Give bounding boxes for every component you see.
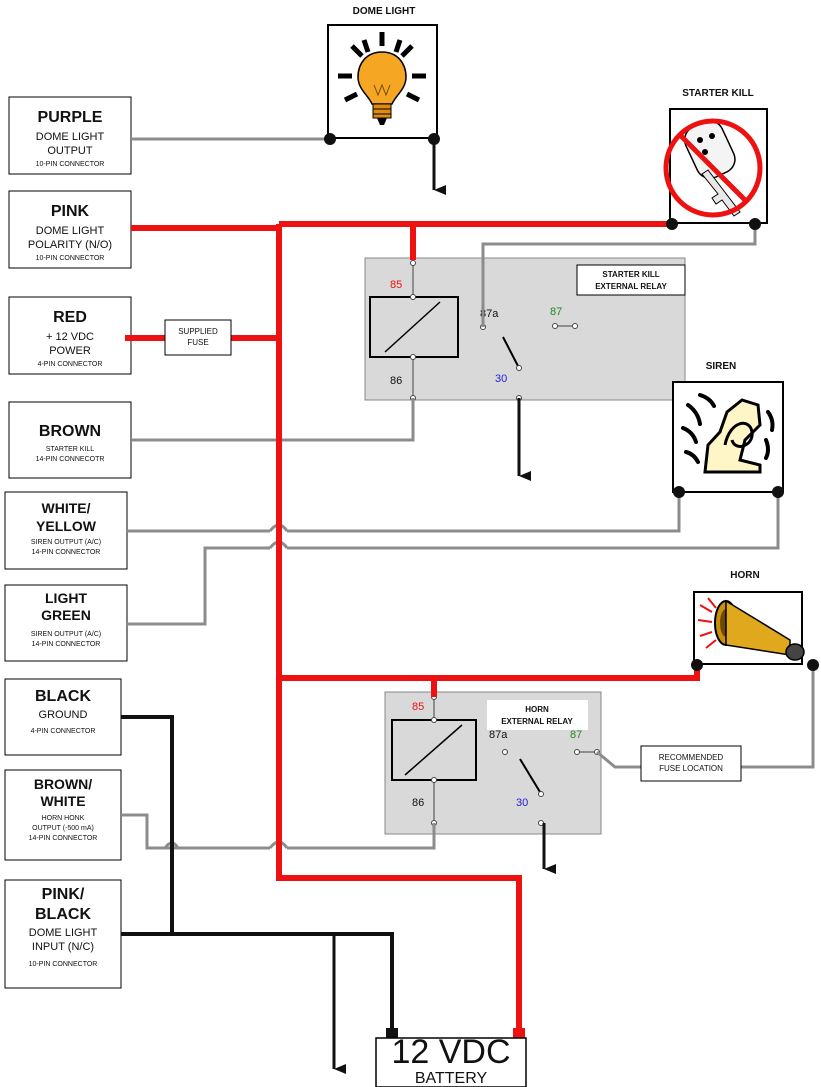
connector-name: PINK bbox=[51, 203, 90, 220]
battery: 12 VDC BATTERY bbox=[375, 1028, 527, 1087]
battery-label: BATTERY bbox=[415, 1070, 488, 1087]
supplied-fuse: SUPPLIED FUSE bbox=[164, 319, 232, 356]
connector-desc: POWER bbox=[49, 345, 91, 357]
connector-desc: OUTPUT bbox=[47, 145, 93, 157]
connector-name: WHITE/ bbox=[42, 500, 91, 516]
connector-black: BLACK GROUND 4-PIN CONNECTOR bbox=[4, 678, 122, 756]
connector-name: WHITE bbox=[40, 793, 85, 809]
connector-name: BLACK bbox=[35, 906, 91, 923]
pin-85-label: 85 bbox=[390, 279, 402, 291]
connector-desc: SIREN OUTPUT (A/C) bbox=[31, 631, 101, 638]
connector-type: 10-PIN CONNECTOR bbox=[29, 961, 98, 968]
pin-86-label: 86 bbox=[390, 375, 402, 387]
relay-title: EXTERNAL RELAY bbox=[595, 282, 667, 291]
connector-name: BROWN bbox=[39, 423, 101, 440]
device-label: SIREN bbox=[706, 361, 737, 372]
fuse-label: FUSE bbox=[187, 338, 208, 347]
connector-pink-black: PINK/ BLACK DOME LIGHT INPUT (N/C) 10-PI… bbox=[4, 879, 122, 989]
connector-desc: STARTER KILL bbox=[46, 446, 94, 453]
device-label: STARTER KILL bbox=[682, 88, 753, 99]
battery-voltage: 12 VDC bbox=[391, 1033, 510, 1071]
negative-terminal bbox=[386, 1028, 398, 1038]
connector-red: RED + 12 VDC POWER 4-PIN CONNECTOR bbox=[8, 296, 132, 375]
pin-87-label: 87 bbox=[550, 306, 562, 318]
pin-30-label: 30 bbox=[495, 373, 507, 385]
siren-icon bbox=[681, 393, 775, 474]
connector-name: YELLOW bbox=[36, 518, 97, 534]
relay-title: HORN bbox=[525, 705, 549, 714]
connector-desc: DOME LIGHT bbox=[36, 225, 105, 237]
connector-desc: DOME LIGHT bbox=[36, 131, 105, 143]
terminals bbox=[324, 133, 819, 671]
connector-type: 14-PIN CONNECTOR bbox=[32, 549, 101, 556]
horn: HORN bbox=[693, 570, 805, 665]
connector-name: PURPLE bbox=[38, 109, 103, 126]
connector-type: 4-PIN CONNECTOR bbox=[31, 728, 96, 735]
pin-86-label: 86 bbox=[412, 797, 424, 809]
connector-desc: POLARITY (N/O) bbox=[28, 239, 112, 251]
connector-white-yellow: WHITE/ YELLOW SIREN OUTPUT (A/C) 14-PIN … bbox=[4, 491, 128, 570]
connector-type: 14-PIN CONNECOTR bbox=[36, 456, 105, 463]
connector-type: 14-PIN CONNECTOR bbox=[32, 641, 101, 648]
connector-desc: SIREN OUTPUT (A/C) bbox=[31, 539, 101, 546]
connector-name: BLACK bbox=[35, 688, 91, 705]
connector-desc: GROUND bbox=[39, 709, 88, 721]
device-label: DOME LIGHT bbox=[353, 6, 416, 17]
siren: SIREN bbox=[672, 361, 784, 493]
connector-name: RED bbox=[53, 309, 87, 326]
black-wires bbox=[121, 715, 394, 1028]
connector-brown-white: BROWN/ WHITE HORN HONK OUTPUT (-500 mA) … bbox=[4, 769, 122, 861]
fuse-label: RECOMMENDED bbox=[659, 753, 724, 762]
connector-light-green: LIGHT GREEN SIREN OUTPUT (A/C) 14-PIN CO… bbox=[4, 584, 128, 662]
pin-87-label: 87 bbox=[570, 729, 582, 741]
light-bulb-icon bbox=[338, 32, 426, 125]
connector-purple: PURPLE DOME LIGHT OUTPUT 10-PIN CONNECTO… bbox=[8, 96, 132, 175]
connector-desc: HORN HONK bbox=[42, 815, 85, 822]
prohibited-icon bbox=[663, 118, 763, 218]
fuse-label: FUSE LOCATION bbox=[659, 764, 723, 773]
relay-title: EXTERNAL RELAY bbox=[501, 717, 573, 726]
connector-desc: OUTPUT (-500 mA) bbox=[32, 825, 94, 832]
connector-desc: INPUT (N/C) bbox=[32, 941, 94, 953]
relay-switch bbox=[519, 758, 541, 793]
connector-name: PINK/ bbox=[42, 886, 85, 903]
connector-brown: BROWN STARTER KILL 14-PIN CONNECOTR bbox=[8, 401, 132, 479]
pin-87a-label: 87a bbox=[489, 729, 508, 741]
connector-type: 10-PIN CONNECTOR bbox=[36, 255, 105, 262]
connector-pink: PINK DOME LIGHT POLARITY (N/O) 10-PIN CO… bbox=[8, 190, 132, 269]
horn-relay: HORN EXTERNAL RELAY 85 86 87a 87 30 bbox=[384, 691, 602, 835]
connector-type: 10-PIN CONNECTOR bbox=[36, 161, 105, 168]
horn-icon bbox=[697, 597, 805, 661]
relay-title: STARTER KILL bbox=[602, 270, 659, 279]
connector-desc: DOME LIGHT bbox=[29, 927, 98, 939]
connector-name: GREEN bbox=[41, 607, 91, 623]
output-arrows bbox=[332, 139, 556, 1074]
starter-kill-device: STARTER KILL bbox=[663, 88, 768, 224]
connector-type: 4-PIN CONNECTOR bbox=[38, 361, 103, 368]
pin-30-label: 30 bbox=[516, 797, 528, 809]
fuse-label: SUPPLIED bbox=[178, 327, 218, 336]
positive-terminal bbox=[513, 1028, 525, 1038]
connector-name: LIGHT bbox=[45, 590, 87, 606]
connector-name: BROWN/ bbox=[34, 776, 92, 792]
device-label: HORN bbox=[730, 570, 759, 581]
pin-87a-label: 87a bbox=[480, 308, 499, 320]
gray-wires bbox=[121, 137, 815, 850]
pin-85-label: 85 bbox=[412, 701, 424, 713]
dome-light: DOME LIGHT bbox=[327, 6, 438, 139]
starter-kill-relay: STARTER KILL EXTERNAL RELAY 85 86 87a 87… bbox=[364, 257, 686, 401]
recommended-fuse: RECOMMENDED FUSE LOCATION bbox=[640, 745, 742, 782]
connector-desc: + 12 VDC bbox=[46, 331, 94, 343]
connector-type: 14-PIN CONNECTOR bbox=[29, 835, 98, 842]
relay-switch bbox=[502, 336, 519, 367]
wire-crossovers bbox=[163, 523, 289, 849]
